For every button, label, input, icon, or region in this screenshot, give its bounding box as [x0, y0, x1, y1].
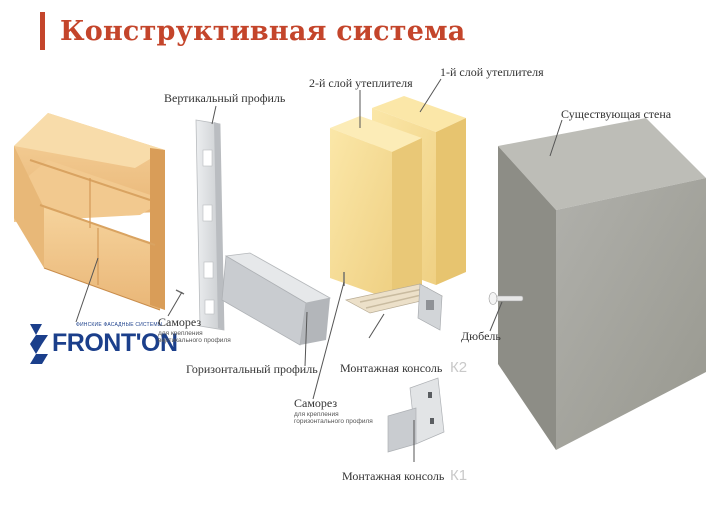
- label-dowel: Дюбель: [461, 329, 501, 343]
- label-bracket-k1: Монтажная консоль: [342, 469, 445, 483]
- dowel: [488, 292, 524, 305]
- insulation-block-layer-2: [330, 116, 422, 300]
- page-title: Конструктивная система: [60, 16, 466, 47]
- label-screw-vertical-note-2: вертикального профиля: [158, 337, 231, 344]
- bracket-k1: [387, 377, 445, 453]
- brand-tagline: ФИНСКИЕ ФАСАДНЫЕ СИСТЕМЫ: [76, 322, 163, 328]
- label-screw-vertical-note-1: для крепления: [158, 330, 203, 337]
- label-existing-wall: Существующая стена: [561, 107, 672, 121]
- existing-wall: [498, 118, 706, 450]
- label-screw-vertical: Саморез: [158, 315, 202, 329]
- label-screw-horizontal: Саморез: [294, 396, 338, 410]
- label-insulation-layer-2: 2-й слой утеплителя: [309, 76, 413, 90]
- title-accent-bar: [40, 12, 45, 50]
- logo-mark-icon: [30, 324, 48, 364]
- label-bracket-k1-code: К1: [450, 467, 468, 484]
- screw-vertical: [175, 289, 185, 295]
- label-screw-horizontal-note-2: горизонтального профиля: [294, 418, 373, 425]
- label-bracket-k2: Монтажная консоль: [340, 361, 443, 375]
- label-screw-horizontal-note-1: для крепления: [294, 411, 339, 418]
- label-vertical-profile: Вертикальный профиль: [164, 91, 286, 105]
- label-insulation-layer-1: 1-й слой утеплителя: [440, 65, 544, 79]
- brand-name: FRONT'ON: [52, 329, 178, 357]
- leader-lines: [75, 78, 563, 462]
- label-horizontal-profile: Горизонтальный профиль: [186, 362, 318, 376]
- bracket-k2: [345, 283, 443, 331]
- label-bracket-k2-code: К2: [450, 359, 468, 376]
- vertical-profile: [195, 119, 225, 331]
- siding-panels: [14, 113, 165, 311]
- horizontal-profile: [221, 252, 332, 346]
- brand-logo: ФИНСКИЕ ФАСАДНЫЕ СИСТЕМЫ FRONT'ON: [28, 322, 178, 364]
